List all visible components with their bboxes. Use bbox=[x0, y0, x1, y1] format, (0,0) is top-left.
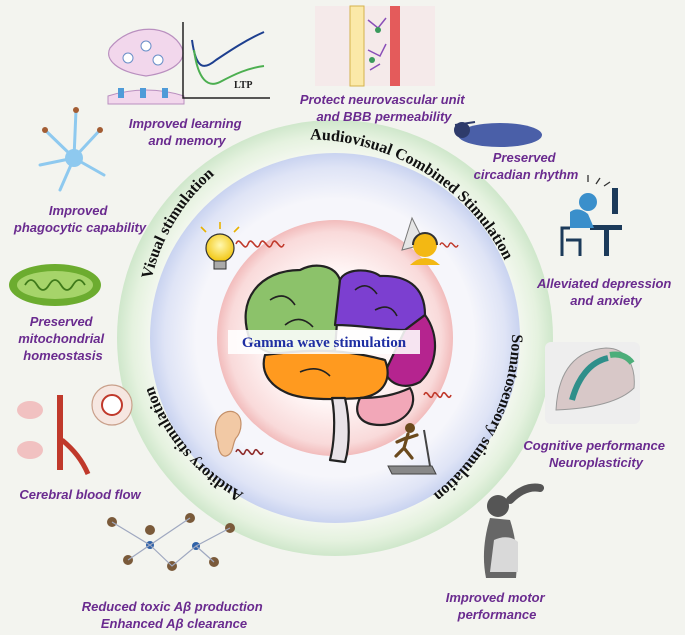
gamma-wave-auditory bbox=[235, 448, 264, 456]
outcome-phagocytic: Improved phagocytic capability bbox=[13, 203, 147, 235]
blood-vessel-icon bbox=[17, 384, 133, 476]
outcome-neurovascular: Protect neurovascular unit and BBB perme… bbox=[300, 92, 468, 124]
treadmill-runner-icon bbox=[387, 423, 437, 475]
brain-cerebellum bbox=[356, 386, 415, 427]
brain-stem bbox=[328, 396, 350, 464]
stretching-person-icon bbox=[483, 483, 544, 578]
center-title: Gamma wave stimulation bbox=[242, 335, 407, 351]
gamma-wave-audiovisual bbox=[439, 242, 459, 248]
neuron-network-icon bbox=[107, 513, 235, 571]
light-bulb-icon bbox=[200, 222, 240, 270]
outcome-motor: Improved motor performance bbox=[446, 590, 549, 622]
gamma-wave-visual bbox=[235, 240, 285, 248]
gamma-wave-somatosensory bbox=[423, 391, 452, 399]
ear-icon bbox=[214, 410, 242, 457]
outcome-blood-flow: Cerebral blood flow bbox=[19, 487, 141, 502]
ltp-graph bbox=[182, 22, 270, 99]
outcome-learning-memory: Improved learning and memory bbox=[129, 116, 245, 148]
sleeping-person-icon bbox=[454, 121, 542, 147]
brain-section-icon bbox=[545, 342, 640, 424]
outcome-cognitive: Cognitive performance Neuroplasticity bbox=[523, 438, 668, 470]
neurovascular-unit-icon bbox=[315, 5, 435, 87]
brain-temporal-lobe bbox=[262, 349, 389, 401]
person-at-desk-icon bbox=[560, 175, 622, 256]
outcome-abeta: Reduced toxic Aβ production Enhanced Aβ … bbox=[82, 599, 267, 631]
outcome-depression: Alleviated depression and anxiety bbox=[536, 276, 675, 308]
mitochondrion-icon bbox=[9, 264, 101, 306]
ltp-label: LTP bbox=[234, 80, 253, 91]
center-label-box bbox=[228, 330, 420, 354]
outcome-circadian: Preserved circadian rhythm bbox=[474, 150, 579, 182]
outcome-mitochondrial: Preserved mitochondrial homeostasis bbox=[18, 314, 108, 363]
microglia-icon bbox=[38, 107, 106, 192]
audiovisual-listener-icon bbox=[401, 216, 440, 265]
synapse-icon bbox=[107, 28, 185, 105]
brain-parietal-lobe bbox=[333, 269, 427, 332]
